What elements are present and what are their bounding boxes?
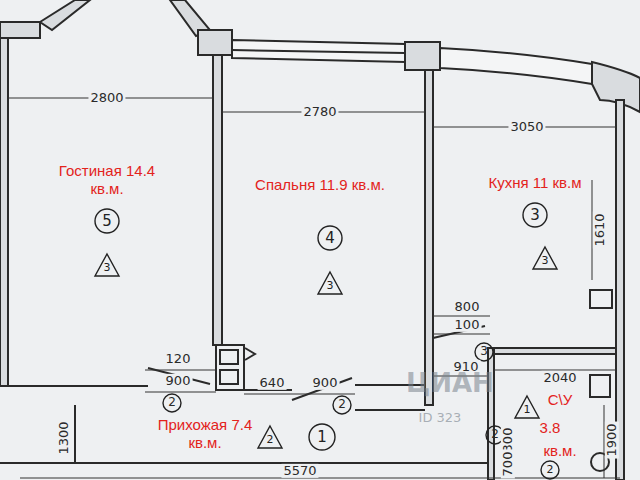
dimension-label: 1610	[593, 211, 607, 248]
room-label: Кухня 11 кв.м	[480, 174, 590, 192]
dimension-label: 2040	[541, 371, 578, 385]
room-number: 1	[317, 428, 327, 446]
dimension-label: 3050	[508, 120, 545, 134]
room-label: С\У	[548, 391, 573, 409]
floor-type: 1	[524, 403, 531, 416]
dimension-label: 1300	[57, 419, 71, 456]
dimension-label: 700	[501, 450, 515, 479]
dimension-label: 5570	[281, 464, 318, 478]
room-label: Гостиная 14.4 кв.м.	[42, 162, 172, 198]
dimension-label: 640	[258, 376, 287, 390]
room-label: 3.8	[540, 419, 561, 437]
door-number: 2	[336, 398, 348, 411]
floor-type: 3	[104, 261, 111, 274]
door-number: 3	[478, 345, 490, 358]
floor-type: 3	[327, 279, 334, 292]
dimension-label: 120	[164, 352, 193, 366]
dimension-label: 100	[453, 318, 482, 332]
watermark: ID 323	[417, 411, 464, 425]
dimension-label: 2780	[301, 105, 338, 119]
dimension-label: 800	[453, 300, 482, 314]
watermark: ЦИАН	[404, 369, 496, 398]
room-number: 4	[325, 229, 335, 247]
dimension-label: 900	[164, 374, 193, 388]
room-label: кв.м.	[543, 442, 576, 460]
door-number: 2	[166, 396, 178, 409]
room-label: Спальня 11.9 кв.м.	[255, 176, 385, 194]
room-area: Прихожая 7.4 кв.м. 2 1	[130, 396, 485, 462]
dimension-label: 2800	[88, 91, 125, 105]
floor-type: 2	[547, 463, 554, 476]
floor-type: 2	[267, 433, 274, 446]
dimension-label: 1900	[605, 421, 619, 458]
room-number: 5	[102, 212, 112, 230]
floor-type: 3	[542, 254, 549, 267]
door-number: 2	[489, 428, 501, 441]
room-label: Прихожая 7.4 кв.м.	[150, 416, 260, 452]
room-number: 3	[530, 206, 540, 224]
dimension-label: 900	[311, 376, 340, 390]
room-area: Гостиная 14.4 кв.м. 5 3	[10, 60, 213, 380]
